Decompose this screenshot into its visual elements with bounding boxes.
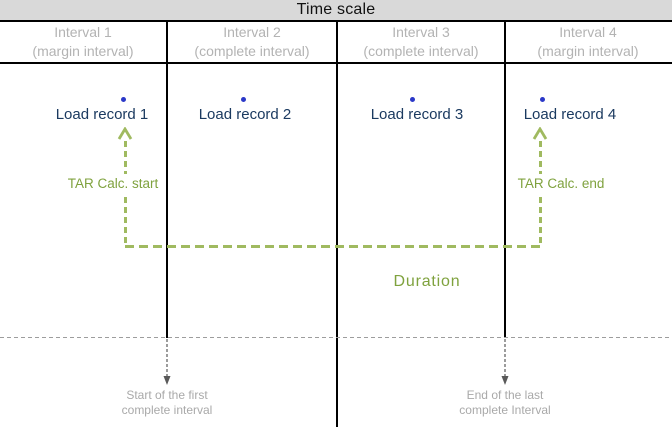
- interval-name: Interval 3: [392, 24, 450, 40]
- caption-line: complete interval: [121, 403, 213, 417]
- caption-line: Start of the first: [126, 388, 208, 402]
- interval-header-4: Interval 4 (margin interval): [503, 23, 672, 61]
- header-bottom-line: [0, 20, 672, 22]
- interval-type: (margin interval): [537, 43, 639, 59]
- interval-name: Interval 4: [559, 24, 617, 40]
- grid-vline-1: [166, 21, 168, 338]
- duration-dash-line: [125, 245, 542, 248]
- tar-start-dash-lower: [123, 197, 127, 247]
- tar-end-dash-upper: [538, 141, 542, 174]
- grid-vline-3: [504, 21, 506, 338]
- interval-type: (complete interval): [363, 43, 479, 59]
- caption-line: complete Interval: [459, 403, 551, 417]
- record-dot: [121, 97, 126, 102]
- interval-type: (complete interval): [194, 43, 310, 59]
- load-record-label-1: Load record 1: [55, 106, 149, 123]
- tar-calc-end-label: TAR Calc. end: [517, 176, 605, 191]
- record-dot: [410, 97, 415, 102]
- time-scale-header: Time scale: [0, 0, 672, 20]
- interval-header-1: Interval 1 (margin interval): [0, 23, 168, 61]
- reference-dashed-line: [0, 337, 672, 338]
- arrow-down-icon: [163, 339, 171, 385]
- start-marker-caption: Start of the first complete interval: [122, 388, 213, 418]
- interval-header-3: Interval 3 (complete interval): [336, 23, 506, 61]
- grid-vline-2: [336, 21, 338, 427]
- duration-label: Duration: [393, 273, 461, 290]
- end-marker-caption: End of the last complete Interval: [459, 388, 550, 418]
- diagram-title: Time scale: [296, 1, 376, 18]
- load-record-label-2: Load record 2: [198, 106, 292, 123]
- interval-type: (margin interval): [32, 43, 134, 59]
- tar-calc-start-label: TAR Calc. start: [67, 176, 159, 191]
- load-record-label-3: Load record 3: [370, 106, 464, 123]
- load-record-label-4: Load record 4: [523, 106, 617, 123]
- tar-end-dash-lower: [538, 197, 542, 247]
- interval-header-2: Interval 2 (complete interval): [167, 23, 337, 61]
- record-dot: [540, 97, 545, 102]
- interval-name: Interval 1: [54, 24, 112, 40]
- arrow-up-icon: [532, 127, 548, 140]
- record-dot: [241, 97, 246, 102]
- caption-line: End of the last: [466, 388, 544, 402]
- tar-start-dash-upper: [123, 141, 127, 174]
- arrow-down-icon: [501, 339, 509, 385]
- interval-name: Interval 2: [223, 24, 281, 40]
- arrow-up-icon: [117, 127, 133, 140]
